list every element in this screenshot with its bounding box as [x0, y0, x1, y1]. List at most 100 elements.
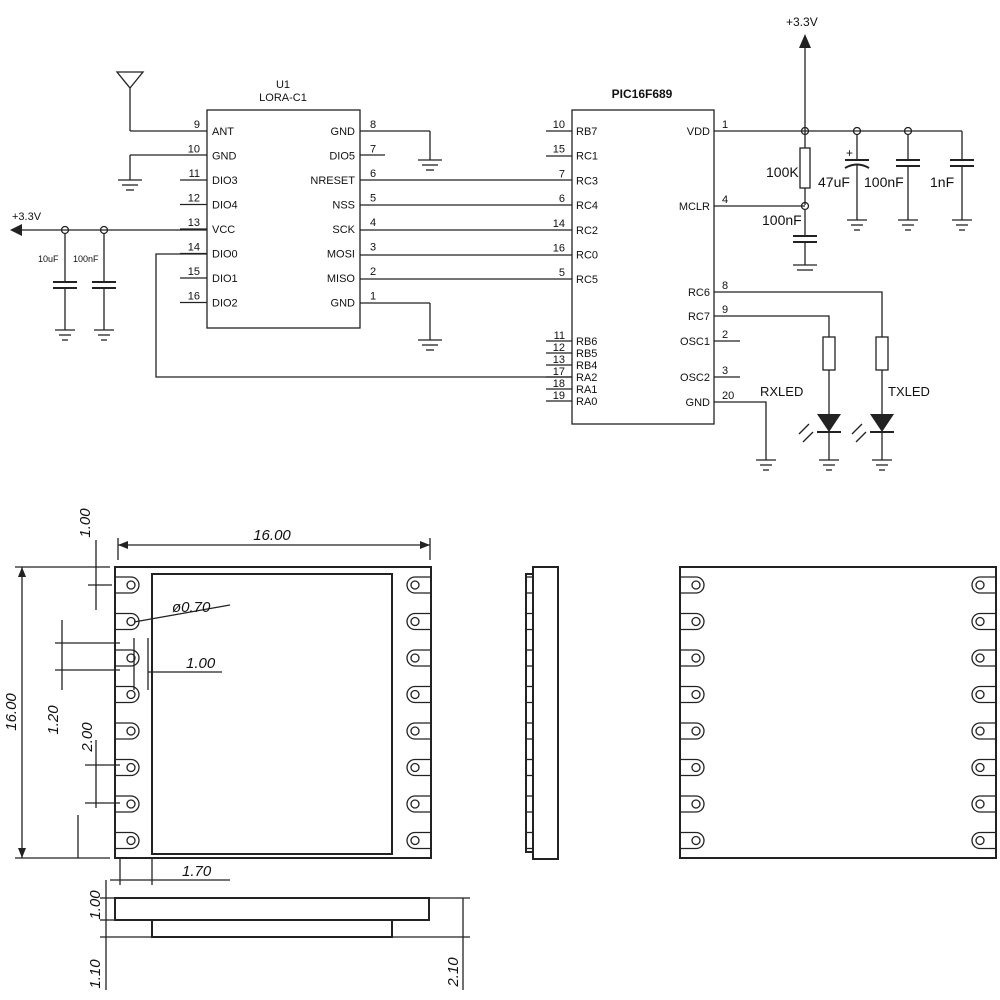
pin-name: DIO0	[212, 249, 238, 261]
pin-number: 2	[722, 329, 728, 341]
pin-name: RC7	[688, 311, 710, 323]
cap-mclr-label: 100nF	[762, 212, 802, 228]
dim-side-2: 1.10	[87, 959, 104, 989]
dim-width: 16.00	[253, 527, 291, 544]
module-top-view	[114, 566, 432, 859]
dim-pad: 1.00	[186, 655, 216, 672]
u1-pin1-gnd	[360, 302, 442, 351]
module-side-view-thickness: 1.00 1.10 2.10	[87, 880, 470, 990]
module-side-view-narrow	[525, 566, 559, 860]
pad	[406, 795, 431, 813]
module-bottom-view	[679, 566, 997, 859]
pad	[115, 649, 140, 667]
pin-number: 9	[194, 119, 200, 131]
pad	[115, 722, 140, 740]
pads-left	[115, 576, 140, 850]
pin-name: RC3	[576, 175, 598, 187]
pad	[115, 576, 140, 594]
dio0-wire	[155, 253, 572, 378]
u1-gnd-wire	[118, 154, 207, 191]
pin-name: MOSI	[327, 249, 355, 261]
pin-number: 16	[553, 243, 565, 255]
capacitor-icon	[92, 281, 116, 330]
pad	[971, 795, 996, 813]
pin-name: RC5	[576, 274, 598, 286]
pad	[680, 831, 705, 850]
pin-name: DIO2	[212, 298, 238, 310]
pad	[971, 831, 996, 850]
dimensions-top-view: 16.00 16.00 1.00 ø0.70 1.00 1.20 2.00	[3, 508, 431, 885]
pin-name: DIO5	[329, 151, 355, 163]
pin-number: 3	[722, 365, 728, 377]
pad	[406, 758, 431, 777]
pin-name: RC4	[576, 200, 598, 212]
ground-icon	[55, 329, 75, 341]
pad	[406, 612, 431, 631]
cap-left-1-label: 10uF	[38, 254, 59, 264]
cap-47-label: 47uF	[818, 174, 850, 190]
top-power-label: +3.3V	[786, 15, 818, 29]
u1-body	[206, 109, 361, 329]
pin-number: 5	[370, 193, 376, 205]
pad	[406, 576, 431, 594]
pin-name: RC2	[576, 225, 598, 237]
pin-number: 4	[722, 194, 728, 206]
pin-name: DIO3	[212, 175, 238, 187]
res-pullup-label: 100K	[766, 164, 799, 180]
dim-top-edge: 1.00	[77, 508, 94, 538]
led-icon	[817, 414, 841, 432]
pin-number: 2	[370, 266, 376, 278]
pad	[971, 758, 996, 777]
pin-number: 1	[722, 119, 728, 131]
u1-part: LORA-C1	[259, 92, 307, 104]
side-ticks	[526, 576, 533, 850]
pin-number: 13	[553, 354, 565, 366]
pin-number: 14	[188, 242, 200, 254]
dim-pad-len: 1.20	[45, 705, 62, 735]
ground-icon	[898, 219, 918, 231]
pin-name: MISO	[327, 273, 356, 285]
pin-number: 18	[553, 378, 565, 390]
pin-name: RB5	[576, 348, 597, 360]
pic-part: PIC16F689	[612, 87, 673, 101]
pin-name: RA0	[576, 396, 597, 408]
power-arrow-icon	[10, 224, 22, 236]
pin-number: 7	[370, 144, 376, 156]
pin-number: 8	[722, 280, 728, 292]
pad	[115, 795, 140, 813]
pin-name: ANT	[212, 126, 234, 138]
pin-name: RB7	[576, 126, 597, 138]
txled-label: TXLED	[888, 384, 930, 399]
pin-number: 13	[188, 217, 200, 229]
spi-wires	[360, 179, 572, 280]
pad	[406, 649, 431, 667]
antenna-icon	[115, 71, 207, 132]
ground-icon	[847, 219, 867, 231]
pad	[971, 649, 996, 667]
cap-1n-label: 1nF	[930, 174, 954, 190]
pin-number: 14	[553, 218, 565, 230]
pin-number: 10	[188, 144, 200, 156]
capacitor-icon	[53, 281, 77, 330]
pad	[971, 576, 996, 594]
led-icon	[870, 414, 894, 432]
left-power-label: +3.3V	[12, 211, 42, 223]
pin-number: 11	[189, 168, 200, 180]
pin-name: RC6	[688, 287, 710, 299]
pic-mcu: PIC16F689 10RB715RC17RC36RC414RC216RC05R…	[546, 87, 734, 425]
u1-ref: U1	[276, 79, 290, 91]
pin-number: 10	[553, 119, 565, 131]
pad	[680, 795, 705, 813]
pin-name: GND	[686, 397, 711, 409]
pin-number: 12	[553, 342, 565, 354]
pic-body	[571, 109, 715, 425]
pin-name: NRESET	[310, 175, 355, 187]
pin-name: OSC2	[680, 372, 710, 384]
pin-number: 5	[559, 267, 565, 279]
pad	[971, 722, 996, 740]
ground-icon	[118, 179, 142, 191]
pin-number: 16	[188, 291, 200, 303]
capacitor-icon	[793, 235, 817, 271]
vdd-net: +3.3V 100K 100nF + 47uF	[714, 15, 974, 271]
